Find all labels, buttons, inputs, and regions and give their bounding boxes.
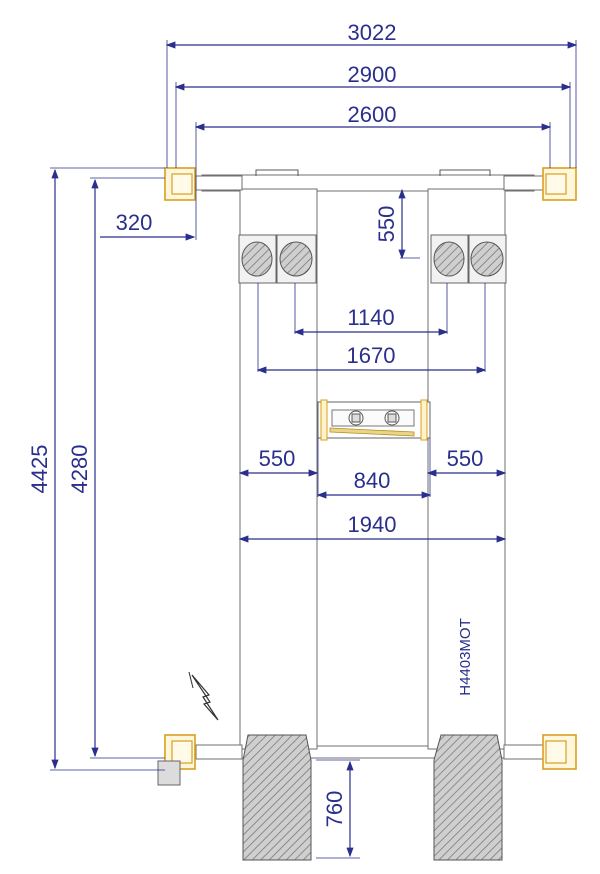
dim-label-2900: 2900: [348, 62, 397, 87]
dim-label-4425: 4425: [27, 445, 52, 494]
post-top-right: [542, 167, 577, 201]
ramp-left: [242, 734, 312, 861]
post-top-left: [164, 167, 196, 201]
dimension-lines: [51, 41, 578, 858]
dim-label-320: 320: [116, 210, 153, 235]
jacking-beam: [317, 399, 431, 441]
dim-label-840: 840: [354, 468, 391, 493]
dim-label-4280: 4280: [67, 445, 92, 494]
model-label: H4403MOT: [457, 618, 474, 696]
dim-label-3022: 3022: [348, 20, 397, 45]
extension-lines: [50, 40, 577, 859]
top-left-cap: [255, 169, 299, 176]
turntable-left-outer: [238, 234, 277, 284]
dim-label-1940: 1940: [348, 512, 397, 537]
control-unit-box: [157, 760, 181, 786]
top-right-cap: [439, 169, 491, 176]
turntable-left-inner: [276, 234, 317, 284]
dimension-labels: 3022 2900 2600 320 550 1140 1670 550 550…: [27, 20, 483, 827]
dim-label-2600: 2600: [348, 102, 397, 127]
posts: [157, 167, 577, 786]
dim-label-550-top: 550: [374, 206, 399, 243]
top-right-arm: [503, 175, 545, 191]
dim-label-550-left: 550: [259, 446, 296, 471]
electrical-lightning-icon: [188, 671, 219, 721]
turntable-right-inner: [430, 234, 469, 284]
dim-label-1670: 1670: [347, 343, 396, 368]
turntable-right-outer: [468, 234, 507, 284]
ramp-right: [433, 734, 503, 861]
dim-label-1140: 1140: [347, 305, 394, 330]
post-bottom-right: [542, 734, 577, 770]
dim-label-550-right: 550: [447, 446, 484, 471]
dim-label-760: 760: [322, 791, 347, 828]
ramps: [242, 734, 503, 861]
bottom-left-arm: [195, 744, 243, 760]
turntables: [238, 234, 507, 284]
bottom-right-arm: [503, 744, 545, 760]
top-left-arm: [195, 175, 243, 191]
